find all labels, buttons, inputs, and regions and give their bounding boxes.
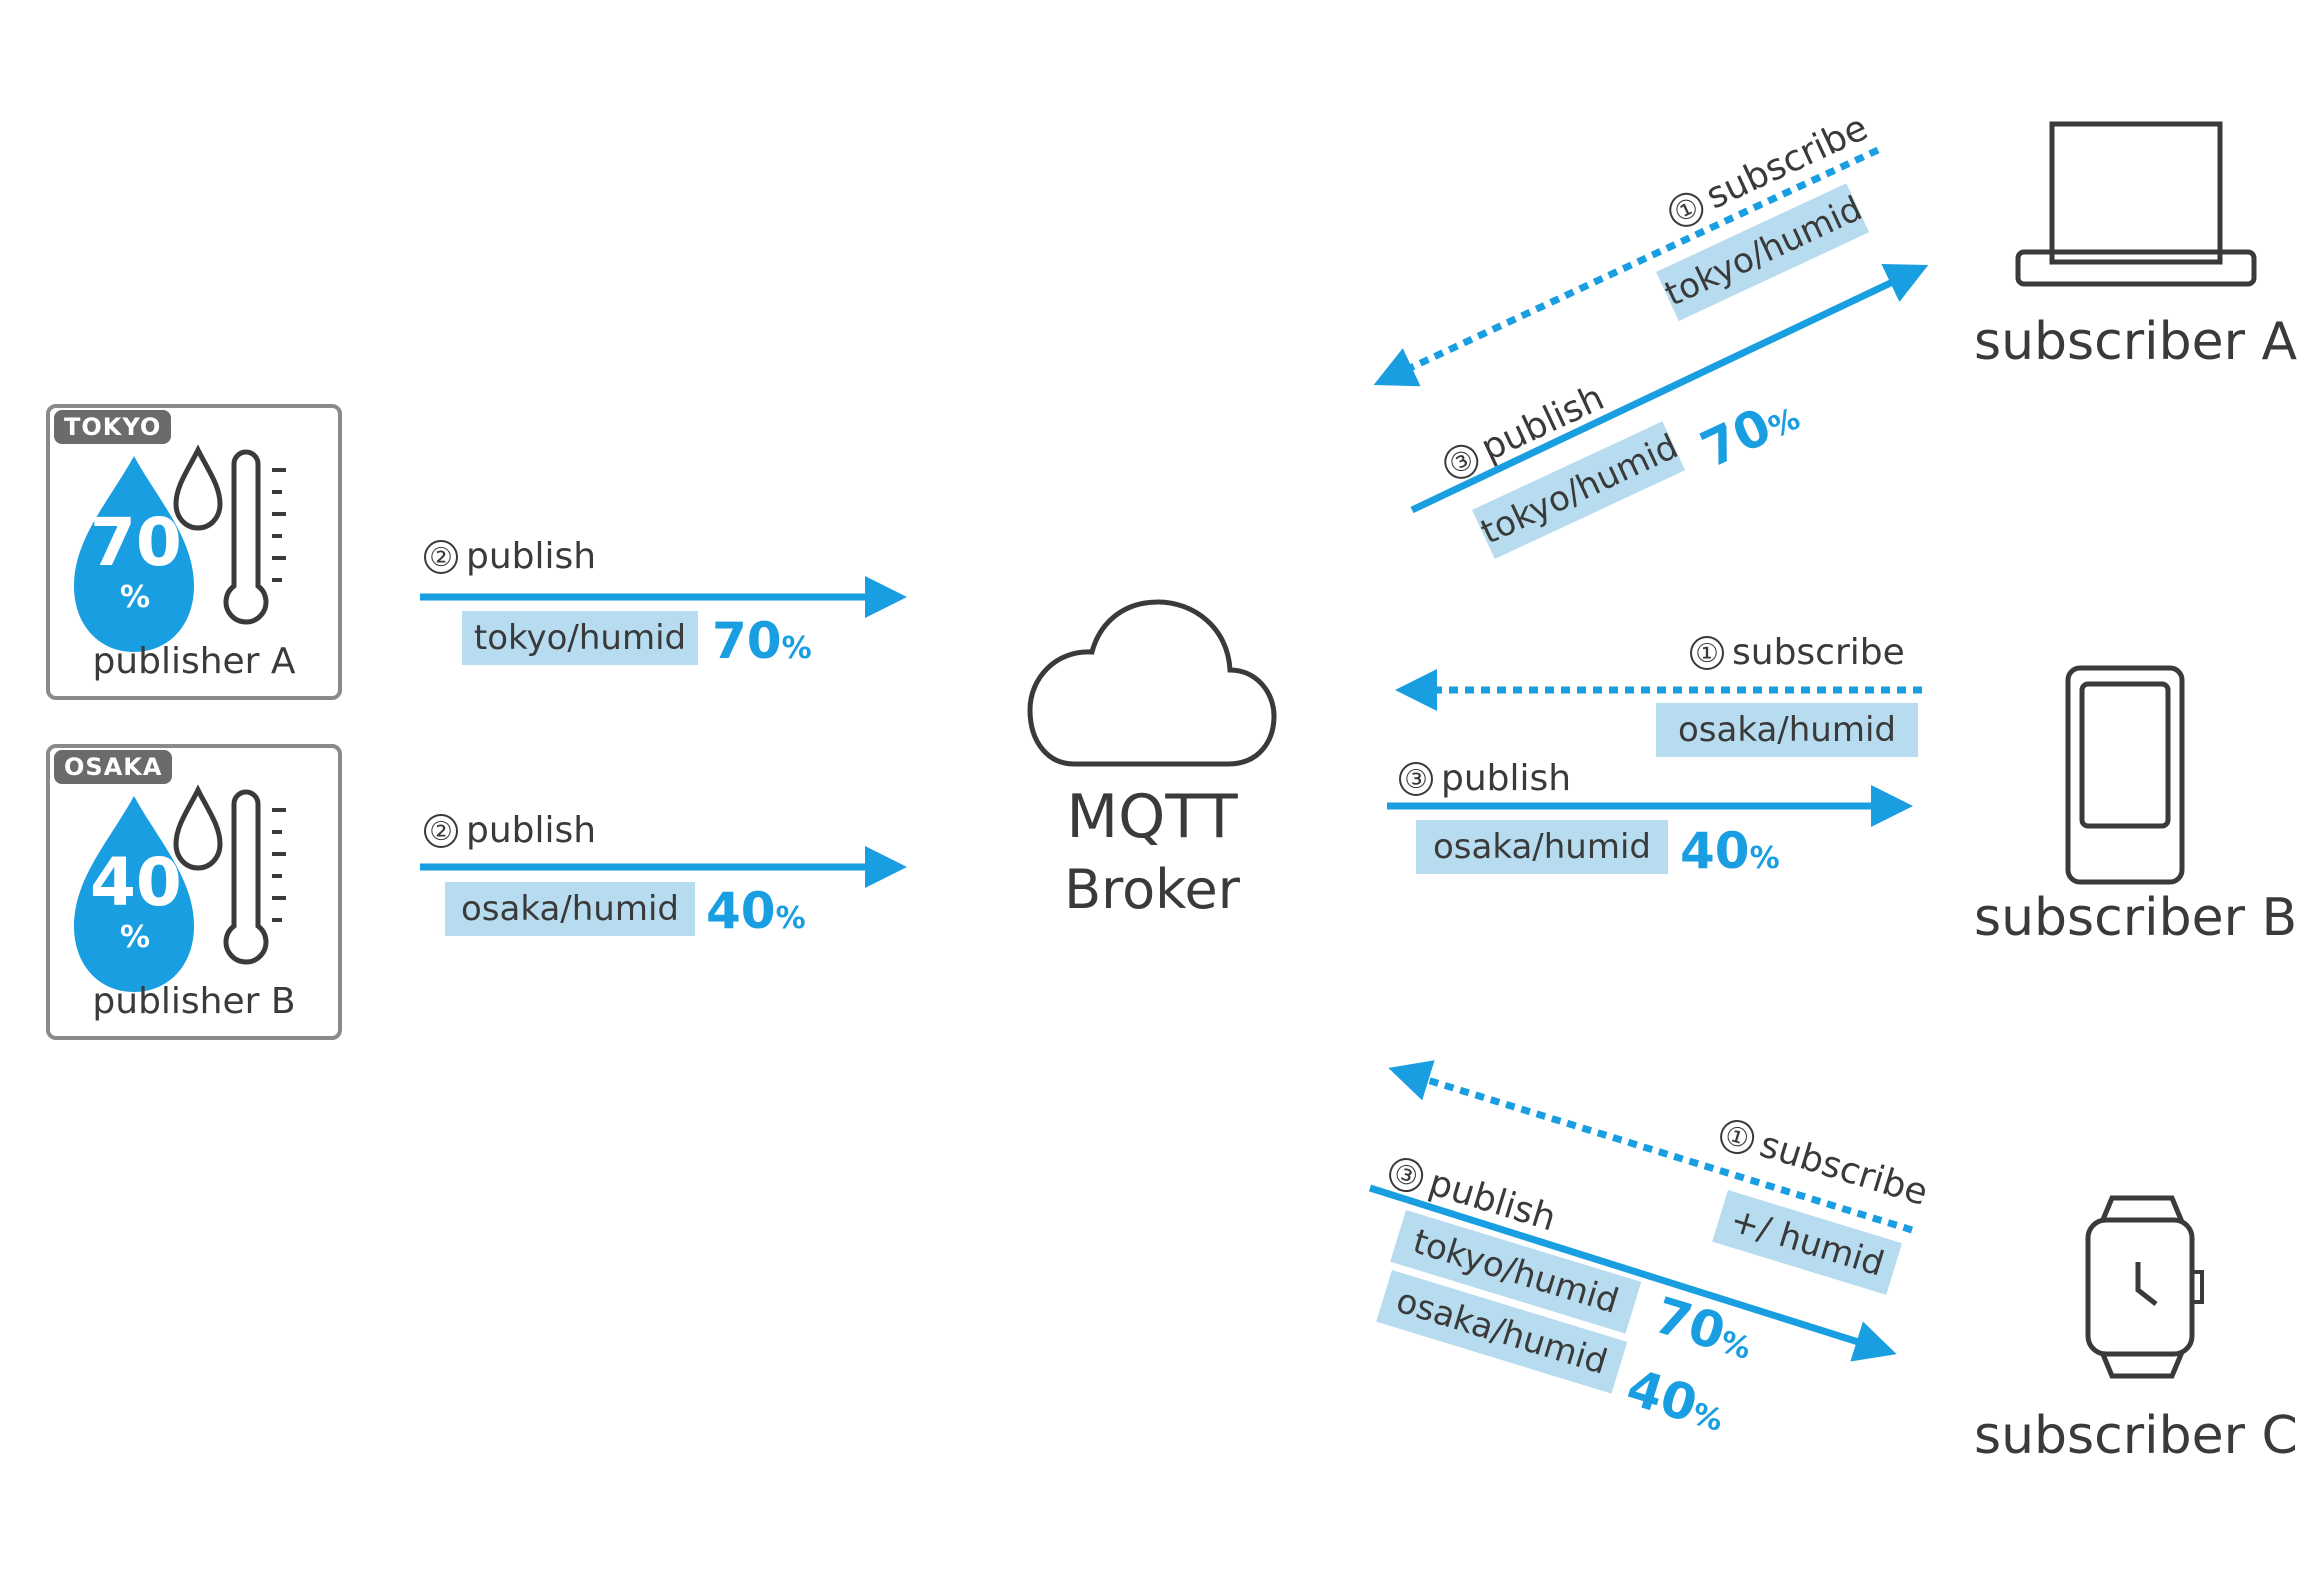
city-badge: OSAKA xyxy=(54,750,173,784)
step-action: publish xyxy=(466,536,597,577)
topic-box: osaka/humid xyxy=(1416,820,1668,874)
water-drop-icon xyxy=(74,796,194,992)
thermometer-icon xyxy=(223,789,286,965)
value-unit: % xyxy=(781,631,812,666)
sensor-graphic xyxy=(74,444,286,652)
topic-box: osaka/humid xyxy=(445,882,695,936)
publisher-a-card: TOKYO 70 % publisher A xyxy=(46,404,342,700)
broker-title: MQTT xyxy=(1066,782,1238,852)
deliver-arrow-a xyxy=(1410,264,1929,514)
value-unit: % xyxy=(1749,841,1780,876)
step-number: ② xyxy=(424,540,458,574)
smartwatch-icon xyxy=(2085,1195,2204,1379)
publisher-b-card: OSAKA 40 % publisher B xyxy=(46,744,342,1040)
small-drop-icon xyxy=(173,444,223,531)
topic-box: osaka/humid xyxy=(1656,703,1918,757)
sensor-graphic xyxy=(74,784,286,992)
broker-subtitle: Broker xyxy=(1064,858,1240,921)
step-number: ③ xyxy=(1399,762,1433,796)
value-label: 40% xyxy=(1680,826,1780,876)
water-drop-icon xyxy=(74,456,194,652)
deliver-arrow-c xyxy=(1368,1184,1897,1362)
subscriber-c-label: subscriber C xyxy=(1974,1406,2298,1466)
small-drop-icon xyxy=(173,784,223,871)
drop-unit: % xyxy=(119,920,151,955)
thermometer-icon xyxy=(223,449,286,625)
step-action: publish xyxy=(466,810,597,851)
drop-value: 70 xyxy=(90,504,182,581)
subscriber-a-label: subscriber A xyxy=(1974,312,2298,372)
publisher-label: publisher A xyxy=(92,641,296,682)
step-number: ① xyxy=(1690,636,1724,670)
city-badge: TOKYO xyxy=(54,410,172,444)
step-action: publish xyxy=(1441,758,1572,799)
step-number: ② xyxy=(424,814,458,848)
topic-box: tokyo/humid xyxy=(462,611,698,665)
value-label: 40% xyxy=(706,886,806,936)
laptop-icon xyxy=(2015,121,2257,287)
value-number: 40 xyxy=(706,882,776,940)
value-number: 70 xyxy=(712,612,782,670)
value-number: 40 xyxy=(1680,822,1750,880)
tablet-icon xyxy=(2065,665,2185,885)
drop-value: 40 xyxy=(90,844,182,921)
publisher-label: publisher B xyxy=(92,981,296,1022)
subscribe-arrow-a xyxy=(1373,146,1880,387)
value-label: 70% xyxy=(712,616,812,666)
subscribe-arrow-c xyxy=(1388,1060,1914,1234)
cloud-icon xyxy=(1027,599,1277,767)
value-unit: % xyxy=(775,901,806,936)
subscriber-b-label: subscriber B xyxy=(1974,888,2298,948)
drop-unit: % xyxy=(119,580,151,615)
step-action: subscribe xyxy=(1732,632,1905,673)
